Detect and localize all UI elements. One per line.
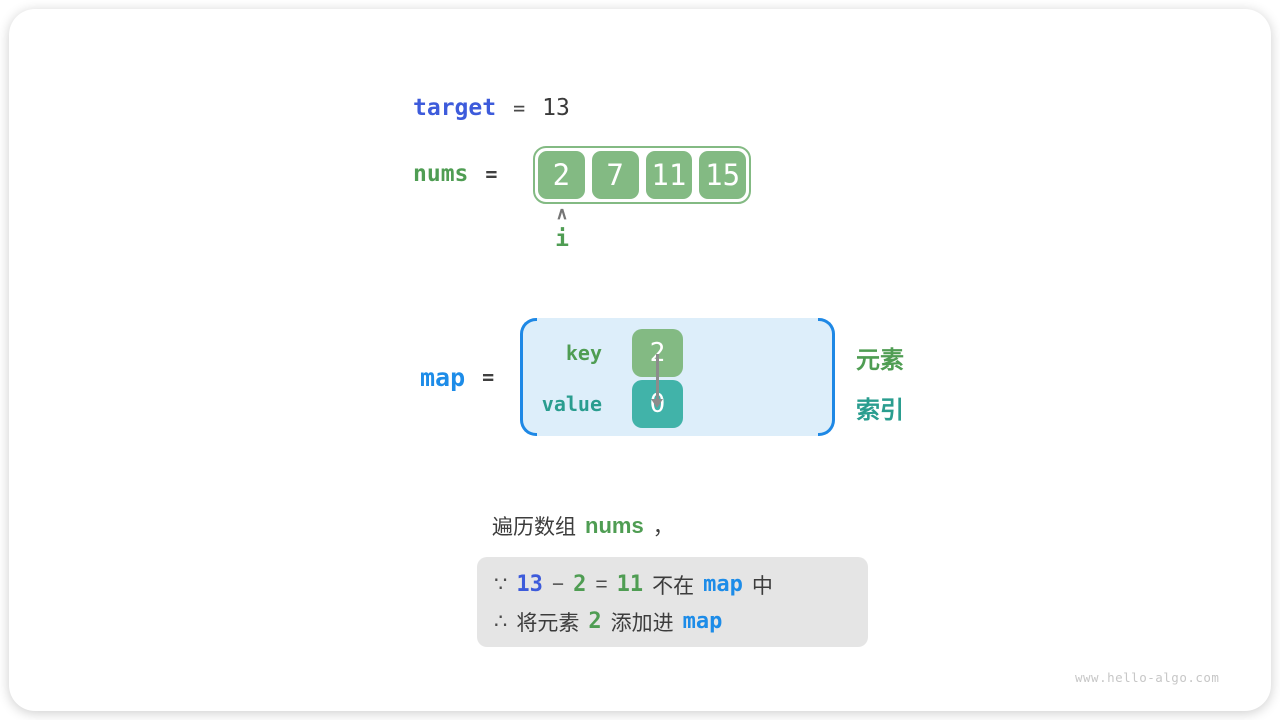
caption-suffix: ，: [652, 516, 674, 539]
array-cell: 15: [699, 151, 746, 199]
equals-sign: =: [485, 162, 498, 186]
caption-row: 遍历数组 nums ，: [492, 511, 674, 541]
note-map-ref: map: [703, 572, 743, 597]
caret-up-icon: ∧: [555, 204, 569, 223]
map-label: map: [420, 362, 466, 392]
value-label: value: [541, 392, 602, 416]
nums-label: nums: [413, 161, 469, 187]
equals-sign: =: [513, 96, 526, 120]
arrow-down-icon: [651, 354, 663, 408]
note-line-2: ∴ 将元素 2 添加进 map: [494, 603, 868, 640]
note-map-ref: map: [682, 609, 723, 634]
equals-sign: =: [482, 365, 495, 389]
note-line-1: ∵ 13 − 2 = 11 不在 map 中: [494, 566, 868, 603]
map-box: key value 2 0: [520, 318, 835, 436]
nums-label-row: nums =: [413, 159, 514, 189]
array-cell: 7: [591, 151, 639, 199]
therefore-symbol: ∴: [494, 610, 508, 633]
element-side-label: 元素: [856, 347, 904, 374]
note-difference-value: 11: [616, 572, 644, 597]
note-element-value: 2: [573, 572, 587, 597]
note-text-add-into: 添加进: [610, 611, 674, 635]
minus-operator: −: [551, 572, 565, 596]
note-added-value: 2: [588, 609, 602, 634]
equals-operator: =: [595, 572, 608, 596]
key-label: key: [565, 341, 602, 365]
bracket-left-icon: [520, 318, 537, 436]
because-symbol: ∵: [494, 573, 508, 596]
caption-prefix: 遍历数组: [492, 516, 576, 539]
note-text-not-in: 不在: [652, 574, 695, 598]
note-box: ∵ 13 − 2 = 11 不在 map 中 ∴ 将元素 2 添加进 map: [477, 557, 868, 647]
target-value: 13: [542, 95, 570, 121]
key-cell: 2: [632, 329, 683, 377]
array-cell: 2: [538, 151, 585, 199]
caption-code-nums: nums: [585, 513, 644, 538]
note-target-value: 13: [516, 572, 543, 597]
index-pointer-label: i: [555, 226, 569, 252]
bracket-right-icon: [818, 318, 835, 436]
note-text-add-element: 将元素: [516, 611, 580, 635]
target-row: target = 13: [413, 93, 570, 123]
map-label-row: map =: [420, 361, 511, 393]
watermark: www.hello-algo.com: [1075, 670, 1220, 685]
target-label: target: [413, 95, 497, 121]
note-text-in: 中: [751, 574, 773, 598]
index-side-label: 索引: [856, 397, 904, 424]
nums-array: 2 7 11 15: [533, 146, 751, 204]
array-cell: 11: [645, 151, 693, 199]
